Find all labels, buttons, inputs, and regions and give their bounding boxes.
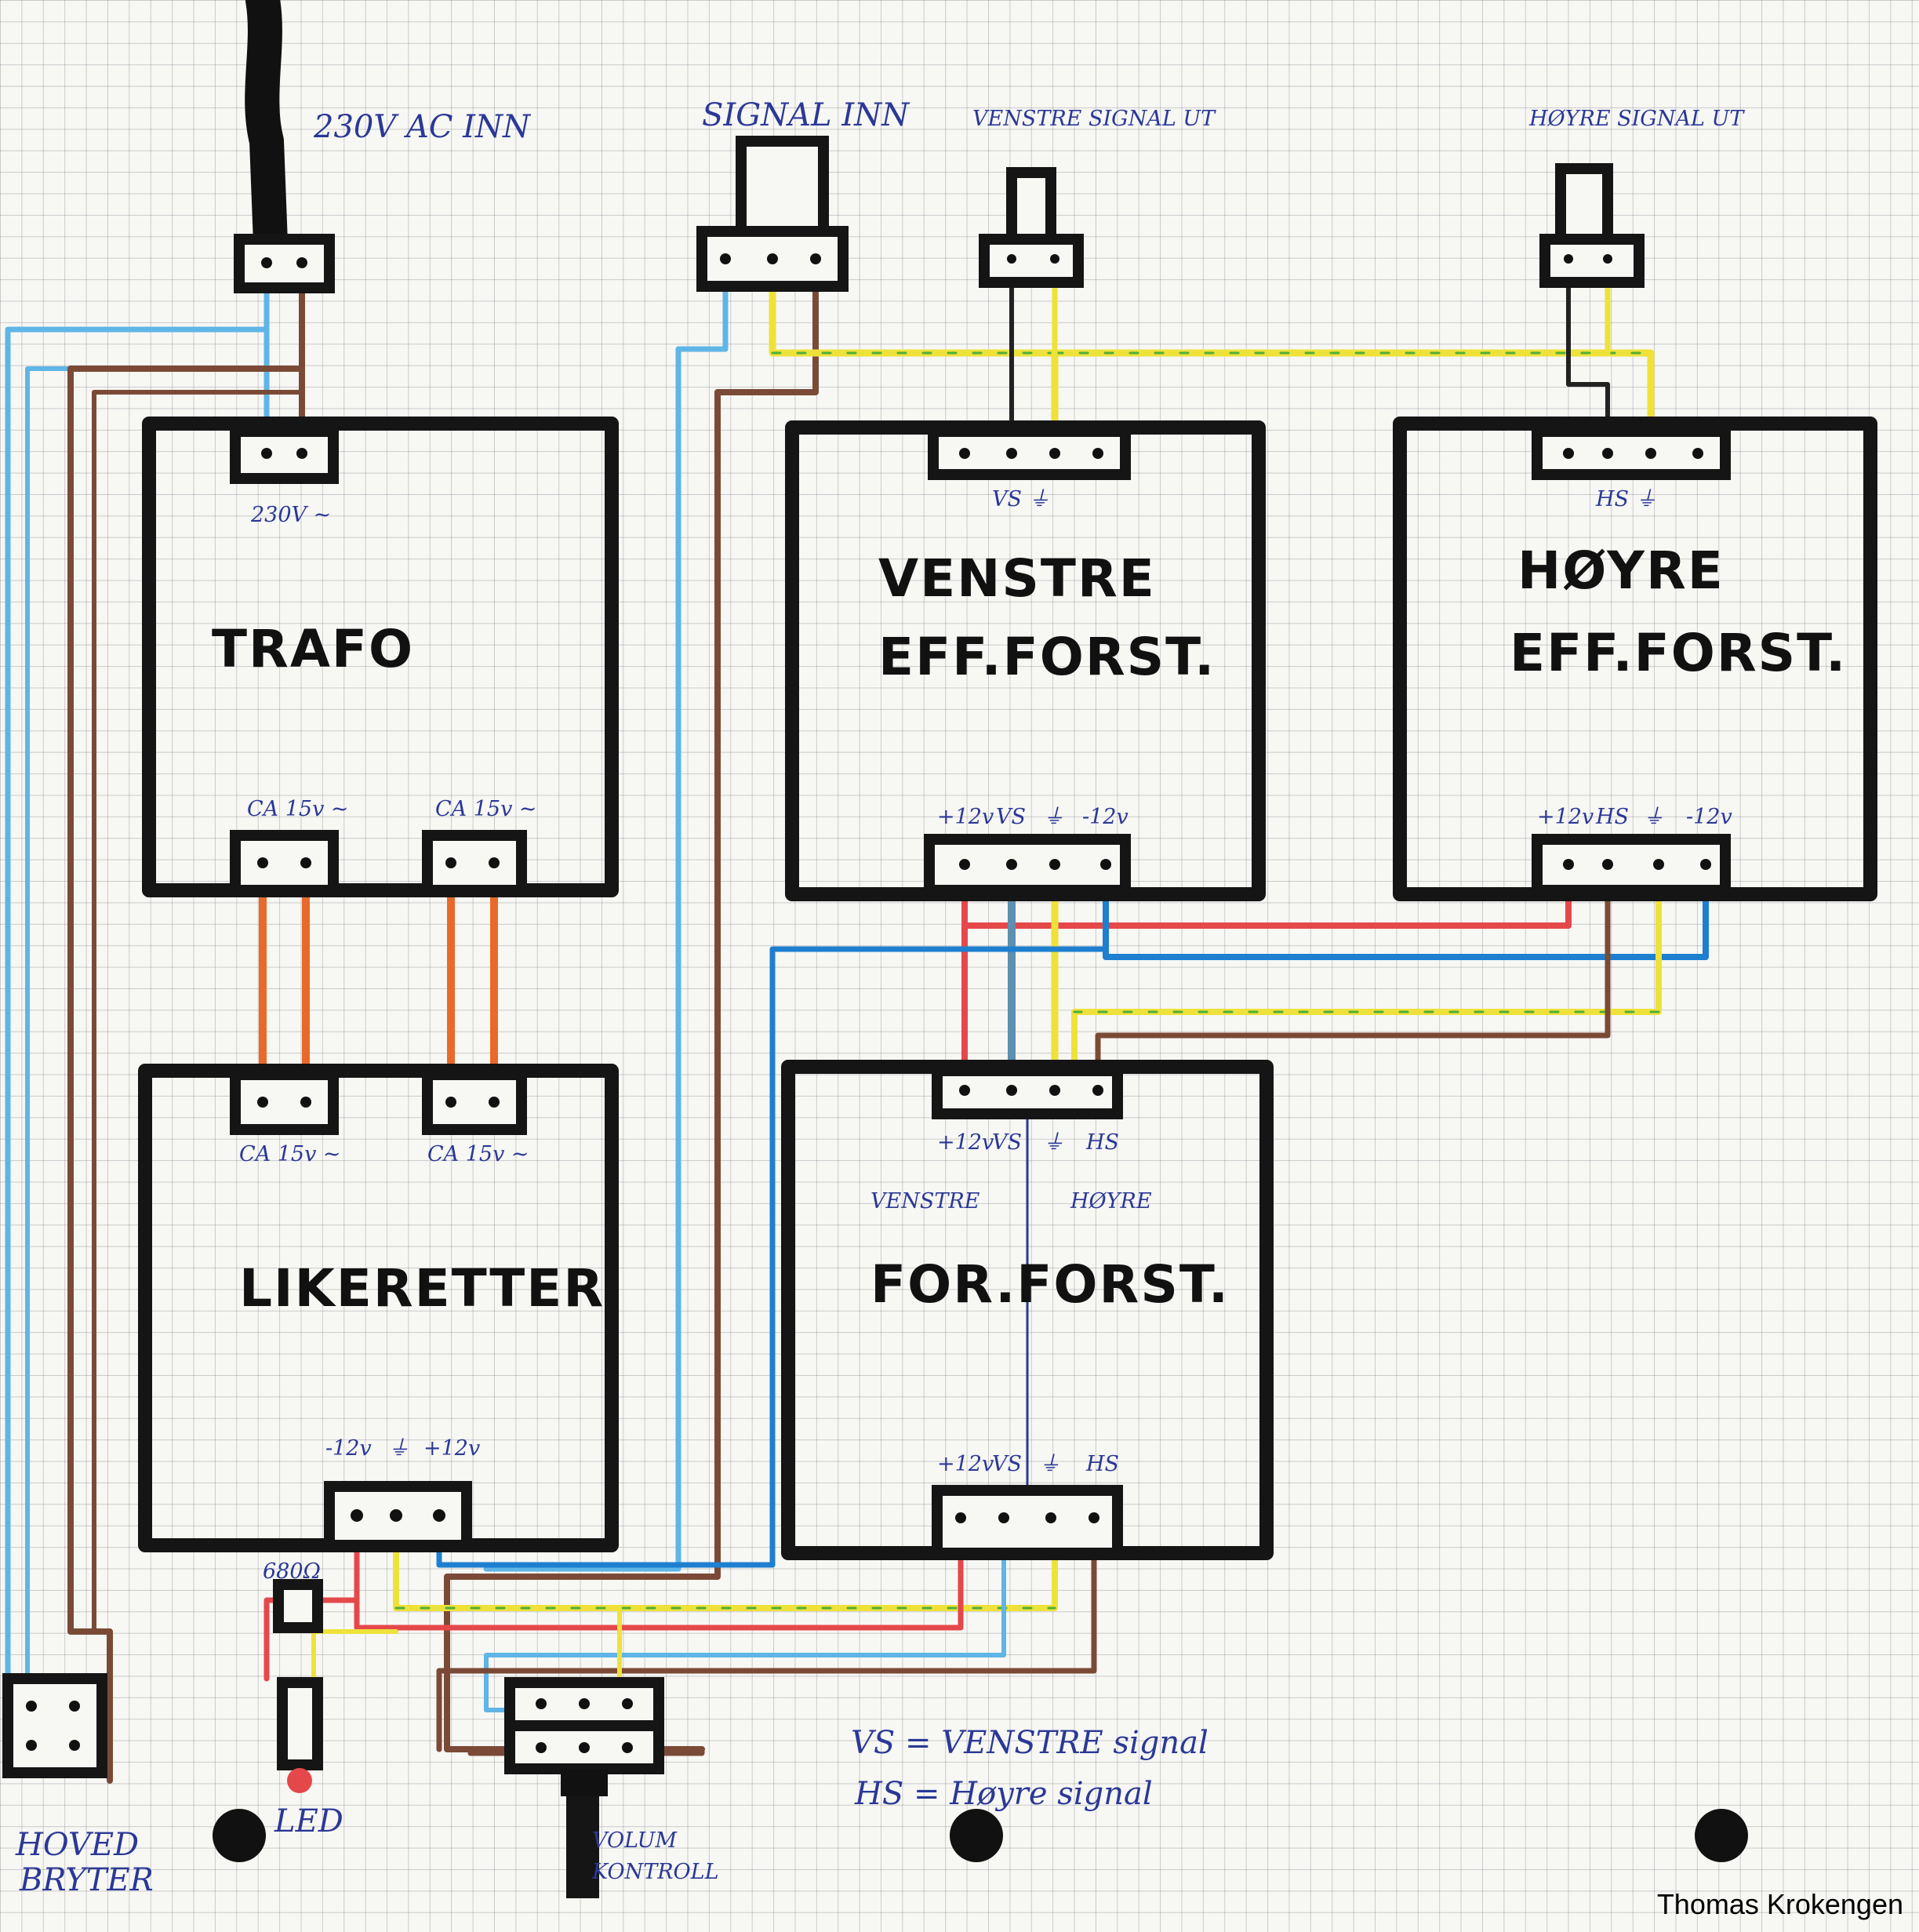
pre-top-vs: VS [992,1130,1022,1155]
trafo-title: TRAFO [212,619,414,679]
led-label: LED [274,1803,343,1839]
hamp-pin-gnd: ⏚ [1643,805,1664,829]
signal-in-brown [444,256,819,1752]
pre-top-plus12: +12v [937,1130,994,1155]
rect-in2-terminal [422,1069,527,1135]
signal-in-label: SIGNAL INN [702,97,910,133]
mains-wire-brown [67,271,305,1784]
led-tip [287,1768,312,1793]
pre-top-gnd: ⏚ [1043,1130,1064,1155]
pre-title: FOR.FORST. [870,1254,1230,1315]
trafo-out2-terminal [422,830,527,896]
pre-right-label: HØYRE [1070,1189,1152,1213]
right-out-plug [1555,163,1613,245]
trafo-in-terminal [230,426,339,484]
hamp-in-label: HS ⏚ [1595,487,1657,511]
hamp-title-1: HØYRE [1517,540,1725,601]
signal-in-ground-blue [483,256,729,1572]
vamp-pin-gnd: ⏚ [1043,805,1064,829]
led-red [263,1597,360,1682]
author-credit: Thomas Krokengen [1656,1888,1903,1920]
hamp-gnd-yellow [1071,856,1662,1086]
pre-bot-gnd: ⏚ [1039,1452,1060,1476]
punch-hole-3 [1695,1809,1748,1862]
right-out-label: HØYRE SIGNAL UT [1528,107,1745,131]
pot-shaft-collar [561,1769,608,1796]
pre-bot-vs: VS [992,1452,1022,1476]
vamp-title-1: VENSTRE [878,548,1156,609]
pot-shaft [566,1796,599,1898]
rect-in1-label: CA 15v ~ [239,1142,341,1166]
rect-pin-minus12: -12v [325,1436,372,1461]
led-body [277,1677,323,1770]
hamp-title-2: EFF.FORST. [1510,623,1847,683]
punch-hole-2 [950,1809,1003,1862]
rect-title: LIKERETTER [239,1258,605,1319]
vamp-pin-vs: VS [996,805,1026,829]
trafo-out2-label: CA 15v ~ [435,797,537,821]
resistor-label: 680Ω [263,1559,321,1584]
pre-top-hs: HS [1085,1130,1119,1155]
vs-out-blue [484,1555,1006,1712]
legend-hs: HS = Høyre signal [854,1776,1153,1812]
vamp-pin-minus12: -12v [1082,805,1129,829]
pre-left-label: VENSTRE [870,1189,980,1213]
led-yellow [311,1629,398,1681]
rect-plus12-red [354,1526,964,1631]
hamp-pin-hs: HS [1595,805,1629,829]
hamp-pin-plus12: +12v [1537,805,1594,829]
volume-label-1: VOLUM [592,1828,678,1853]
vamp-pin-plus12: +12v [937,805,994,829]
misc-parts [213,1768,1748,1898]
rect-minus12-blue [436,946,1109,1568]
volume-label-2: KONTROLL [591,1860,719,1884]
hs-out-brown [436,1554,1097,1752]
vamp-title-2: EFF.FORST. [878,627,1216,687]
main-switch-label-2: BRYTER [19,1862,154,1898]
terminal-dots [26,253,1711,1753]
ac-in-terminal [234,234,335,293]
left-out-label: VENSTRE SIGNAL UT [972,107,1216,131]
rect-in1-terminal [230,1069,339,1135]
hamp-pin-minus12: -12v [1686,805,1732,829]
pre-out-terminal [932,1485,1123,1559]
punch-hole-1 [213,1809,266,1862]
main-switch-body [2,1673,107,1778]
pre-bot-hs: HS [1085,1452,1119,1476]
pre-bot-plus12: +12v [937,1452,994,1476]
left-out-terminal [979,234,1084,288]
labels: 230V AC INN SIGNAL INN VENSTRE SIGNAL UT… [15,97,1847,1898]
trafo-out1-label: CA 15v ~ [247,797,349,821]
rect-in2-label: CA 15v ~ [427,1142,529,1166]
rect-pin-plus12: +12v [423,1436,480,1461]
vamp-minus12-blue [1103,856,1709,960]
signal-in-plug [736,136,829,237]
trafo-input-label: 230V ~ [250,503,331,527]
vamp-out-terminal [924,834,1131,896]
ac-in-label: 230V AC INN [313,109,532,145]
wires [5,0,1709,1784]
rect-pin-gnd: ⏚ [388,1436,409,1461]
trafo-box [142,417,619,897]
terminals [2,136,1731,1778]
hamp-hs-brown [1095,856,1611,1086]
main-switch-label-1: HOVED [15,1827,139,1863]
trafo-out1-terminal [230,830,339,896]
right-out-terminal [1539,234,1645,288]
mains-cable [245,0,288,260]
resistor-body [273,1579,323,1633]
legend-vs: VS = VENSTRE signal [851,1725,1208,1761]
mains-wire-brown-2 [92,390,304,1634]
vamp-in-label: VS ⏚ [992,487,1050,511]
left-out-plug [1006,167,1056,245]
